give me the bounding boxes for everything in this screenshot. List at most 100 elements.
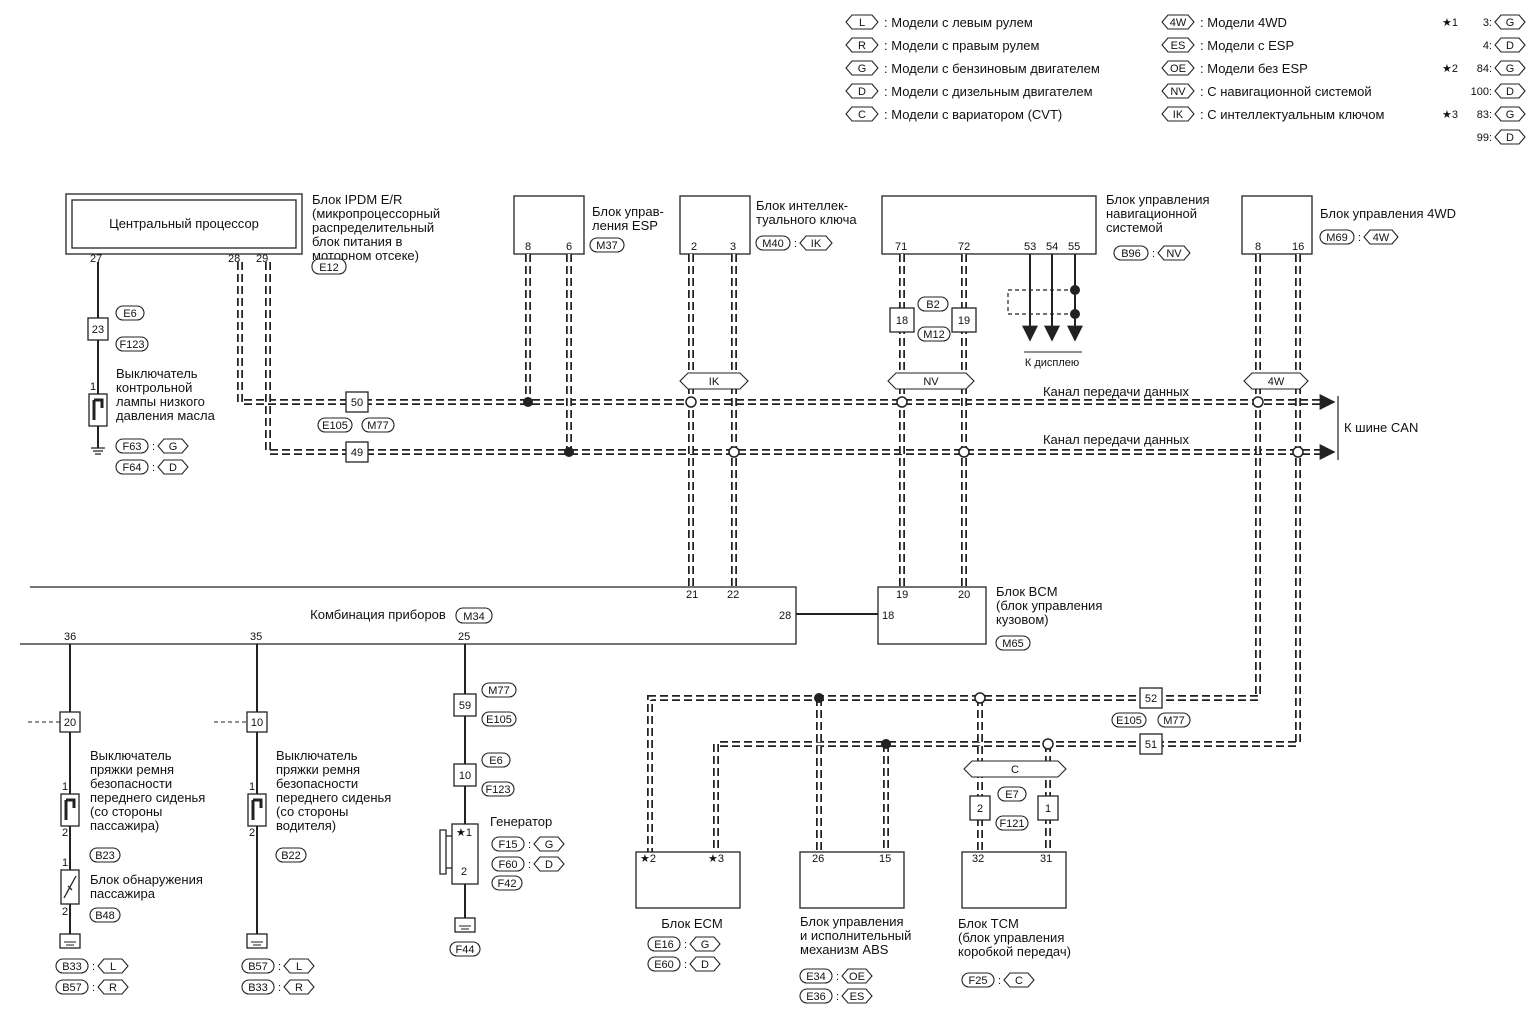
cpu-box (71, 199, 297, 249)
ecm-pin-3: ★3 (708, 853, 724, 865)
pass-gnd-opt: R (109, 982, 117, 994)
tcm-c-tag-label: C (1011, 764, 1019, 776)
drv-gnd-conn: B57 (248, 961, 268, 973)
pass-conn-pill (89, 847, 121, 863)
oil-joint-conn2-pill (115, 336, 149, 352)
gen-j2c1-pill (481, 752, 511, 768)
pass-gnd-conn: B33 (62, 961, 82, 973)
bcm-title-line: кузовом) (996, 612, 1049, 627)
abs-conns-conn-pill (799, 968, 833, 984)
cluster-pin-35: 35 (250, 631, 262, 643)
esp-title: Блок управ-ления ESP (592, 204, 664, 233)
drv-title-line: пряжки ремня (276, 762, 360, 777)
gen-conns-opt-tag (533, 856, 565, 872)
esp-conn-pill (589, 237, 625, 253)
legend-star-code: D (1506, 86, 1514, 98)
nav-box (881, 195, 1097, 255)
legend-star: ★3 (1442, 109, 1458, 121)
legend-text: : Модели с бензиновым двигателем (884, 61, 1100, 76)
legend-star-code: G (1506, 109, 1515, 121)
awd-opt: 4W (1373, 232, 1390, 244)
tcm-j2: 2 (977, 803, 983, 815)
abs-conns-opt-tag (841, 968, 873, 984)
esp-title-line: Блок управ- (592, 204, 664, 219)
nav-j18: 18 (896, 315, 908, 327)
ikey-title: Блок интеллек-туального ключа (756, 198, 857, 227)
esp-box (513, 195, 585, 255)
gen-conns-conn: F15 (499, 839, 518, 851)
ikey-unit: 2 3 Блок интеллек-туального ключа M40 : … (679, 195, 857, 255)
oil-title-line: лампы низкого (116, 394, 205, 409)
drv-gnd-conn-pill (241, 979, 275, 995)
can-tag-4w-label: 4W (1268, 376, 1285, 388)
ecm-conns-conn: E16 (654, 939, 674, 951)
gen-j1c2-pill (481, 711, 517, 727)
tcm-conns-opt: C (1015, 975, 1023, 987)
legend-code-tag (1161, 37, 1195, 53)
legend-star-pin: 83: (1477, 109, 1492, 121)
tcm-c-tag (963, 760, 1067, 778)
pass-title-line: безопасности (90, 776, 172, 791)
abs-conns-conn: E34 (806, 971, 826, 983)
ground-icon (91, 447, 105, 455)
gen-conns-opt-tag (533, 836, 565, 852)
can-line2-label: Канал передачи данных (1043, 432, 1190, 447)
legend-text: : Модели без ESP (1200, 61, 1308, 76)
gen-conns-conn-pill (491, 856, 525, 872)
legend-star-code-tag (1494, 60, 1526, 76)
abs-conns-conn-pill (799, 988, 833, 1004)
abs-pin-15: 15 (879, 853, 891, 865)
nav-conn: B96 (1121, 248, 1141, 260)
legend-text: : С интеллектуальным ключом (1200, 107, 1385, 122)
ipdm-title-line: (микропроцессорный (312, 206, 440, 221)
gen-conns-opt: D (545, 859, 553, 871)
j51-pin: 51 (1145, 739, 1157, 751)
tcm-title-line: Блок TCM (958, 916, 1019, 931)
legend-code: C (858, 109, 866, 121)
esp-pin-6: 6 (566, 241, 572, 253)
nav-title-line: Блок управления (1106, 192, 1210, 207)
abs-title-line: Блок управления (800, 914, 904, 929)
ikey-box (679, 195, 751, 255)
drv-title-line: Выключатель (276, 748, 358, 763)
junction-52-51: 52 51 E105 M77 (1111, 687, 1191, 755)
pass-gnd-opt: L (110, 961, 116, 973)
legend-code: R (858, 40, 866, 52)
gen-j1c2: E105 (486, 714, 512, 726)
nav-jc2: M12 (923, 329, 944, 341)
ipdm-title-line: Блок IPDM E/R (312, 192, 402, 207)
tcm-jc1-pill (997, 786, 1027, 802)
abs-conns-conn: E36 (806, 991, 826, 1003)
awd-title: Блок управления 4WD (1320, 206, 1456, 221)
gen-j2c1: E6 (489, 755, 502, 767)
abs-conns-opt: OE (849, 971, 865, 983)
junction-50-49: 50 49 E105 M77 (317, 391, 395, 463)
legend-code-tag (845, 106, 879, 122)
esp-pin-8: 8 (525, 241, 531, 253)
ikey-conn: M40 (762, 238, 783, 250)
pass-gnd-conn-pill (55, 979, 89, 995)
bcm-pin-18: 18 (882, 610, 894, 622)
tcm-jc2-pill (995, 815, 1029, 831)
colon: : (528, 839, 531, 851)
tcm-title-line: коробкой передач) (958, 944, 1071, 959)
can-tag-ik (679, 372, 749, 390)
awd-pin-8: 8 (1255, 241, 1261, 253)
pass-title-line: Выключатель (90, 748, 172, 763)
nav-jc1-pill (917, 296, 949, 312)
can-line1-label: Канал передачи данных (1043, 384, 1190, 399)
legend-text: : Модели с ESP (1200, 38, 1294, 53)
gen-j2c2: F123 (485, 784, 510, 796)
bcm-title-line: Блок BCM (996, 584, 1058, 599)
j50-pin: 50 (351, 397, 363, 409)
tcm-conns-conn-pill (961, 972, 995, 988)
